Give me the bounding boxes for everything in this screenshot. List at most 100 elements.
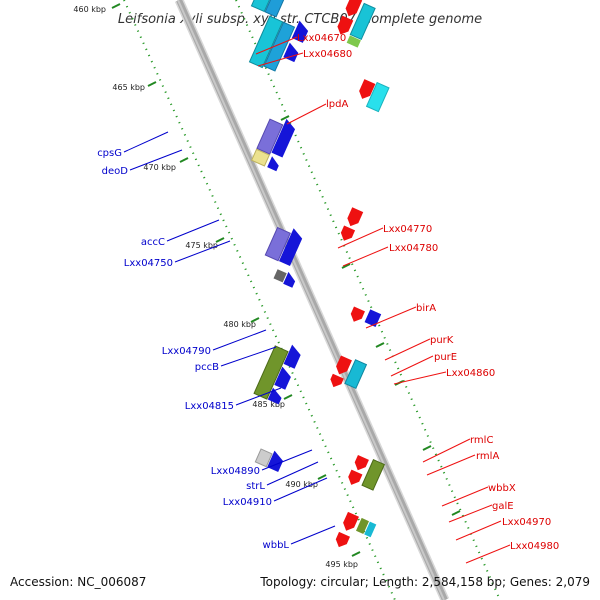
gene-label-lxx04980: Lxx04980 <box>510 541 559 552</box>
gene-block-lxx04890-strl <box>253 344 301 405</box>
gene-feature <box>354 454 369 471</box>
gene-label-rmla: rmlA <box>476 451 499 462</box>
forward-gene-labels: Lxx04670 Lxx04680 lpdA Lxx04770 Lxx04780… <box>297 33 559 552</box>
gene-label-purk: purK <box>430 335 454 346</box>
leader-line <box>337 227 384 249</box>
gene-feature <box>350 306 365 322</box>
gene-label-wbbl: wbbL <box>263 540 290 551</box>
leader-line <box>123 131 169 153</box>
gene-feature <box>337 15 354 35</box>
gene-label-rmlc: rmlC <box>470 435 493 446</box>
gene-label-lxx04750: Lxx04750 <box>124 258 173 269</box>
tick-495-kbp: 495 kbp <box>325 551 361 569</box>
tick-label-475-kbp: 475 kbp <box>185 241 218 250</box>
gene-feature <box>274 366 291 390</box>
leader-line <box>286 103 327 125</box>
tick-465-kbp: 465 kbp <box>112 81 157 92</box>
leader-line <box>448 504 493 523</box>
leader-line <box>255 36 298 55</box>
gene-feature <box>267 156 279 172</box>
gene-label-lxx04670: Lxx04670 <box>297 33 346 44</box>
gene-feature <box>335 531 351 548</box>
tick-label-460-kbp: 460 kbp <box>73 5 106 14</box>
tick-470-kbp: 470 kbp <box>143 157 189 172</box>
leader-line <box>129 149 183 171</box>
tick-label-485-kbp: 485 kbp <box>252 400 285 409</box>
gene-feature <box>273 269 287 283</box>
gene-feature <box>248 15 284 69</box>
gene-feature <box>364 309 382 328</box>
gene-feature <box>349 2 376 41</box>
gene-feature <box>264 0 298 18</box>
tick-475-kbp: 475 kbp <box>185 237 225 250</box>
dotted-tracks <box>123 0 501 600</box>
tick-label-480-kbp: 480 kbp <box>223 320 256 329</box>
gene-feature <box>347 207 364 227</box>
gene-label-lxx04910: Lxx04910 <box>223 497 272 508</box>
leader-line <box>365 306 417 329</box>
gene-label-wbbx: wbbX <box>488 483 516 494</box>
leader-line <box>441 486 489 507</box>
gene-feature <box>330 373 344 388</box>
gene-block-lxx04790-pccb <box>264 226 303 288</box>
gene-feature <box>283 271 296 288</box>
leader-line <box>342 246 389 267</box>
accession-label: Accession: NC_006087 <box>10 575 146 589</box>
gene-label-gale: galE <box>492 501 514 512</box>
leader-line <box>266 461 319 486</box>
gene-block-lxx04670 <box>337 0 376 48</box>
tick-label-470-kbp: 470 kbp <box>143 163 176 172</box>
gene-label-leaders <box>123 36 511 564</box>
gene-block-rmlc-rmla <box>348 454 386 491</box>
gene-feature <box>355 517 370 534</box>
gene-feature <box>364 521 377 538</box>
leader-line <box>257 52 304 67</box>
gene-feature <box>365 81 390 113</box>
tick-460-kbp: 460 kbp <box>73 3 121 14</box>
gene-block-cpsg-deod <box>248 15 309 72</box>
gene-feature <box>264 226 291 262</box>
leader-line <box>290 525 336 545</box>
leader-line <box>212 329 267 351</box>
gene-feature <box>250 0 287 13</box>
gene-label-lxx04780: Lxx04780 <box>389 243 438 254</box>
gene-feature <box>343 511 359 531</box>
gene-label-lxx04970: Lxx04970 <box>502 517 551 528</box>
leader-line <box>426 454 476 476</box>
genome-summary-label: Topology: circular; Length: 2,584,158 bp… <box>259 575 590 589</box>
gene-label-lxx04680: Lxx04680 <box>303 49 352 60</box>
gene-label-lxx04770: Lxx04770 <box>383 224 432 235</box>
footer: Accession: NC_006087 Topology: circular;… <box>10 575 590 589</box>
gene-block-lpda <box>359 79 390 113</box>
leader-line <box>235 387 282 406</box>
tick-490-kbp: 490 kbp <box>285 474 327 489</box>
gene-label-lxx04815: Lxx04815 <box>185 401 234 412</box>
gene-feature <box>336 355 352 375</box>
gene-feature <box>283 344 301 369</box>
tick-label-495-kbp: 495 kbp <box>325 560 358 569</box>
leader-line <box>422 438 471 463</box>
gene-label-pccb: pccB <box>195 362 219 373</box>
leader-line <box>220 346 277 367</box>
leader-line <box>465 544 511 564</box>
gene-block-lxx04770 <box>340 207 364 241</box>
gene-feature <box>279 228 303 266</box>
gene-block-accc <box>250 118 296 172</box>
leader-line <box>393 371 447 385</box>
tick-485-kbp: 485 kbp <box>252 394 293 409</box>
gene-feature <box>254 448 273 468</box>
reverse-strand-genes <box>248 0 309 472</box>
gene-label-bira: birA <box>416 303 436 314</box>
gene-feature <box>361 459 386 491</box>
tick-label-490-kbp: 490 kbp <box>285 480 318 489</box>
gene-block-top-reverse <box>250 0 298 18</box>
gene-label-accc: accC <box>141 237 165 248</box>
gene-label-cpsg: cpsG <box>97 148 122 159</box>
kbp-ticks: 460 kbp 465 kbp 470 kbp 475 kbp 480 kbp … <box>73 3 361 569</box>
genome-title: Leifsonia xyli subsp. xyli str. CTCB07, … <box>118 12 482 27</box>
gene-feature <box>256 118 284 155</box>
leader-line <box>390 355 434 377</box>
genome-backbone <box>174 0 450 600</box>
leader-line <box>166 219 220 242</box>
